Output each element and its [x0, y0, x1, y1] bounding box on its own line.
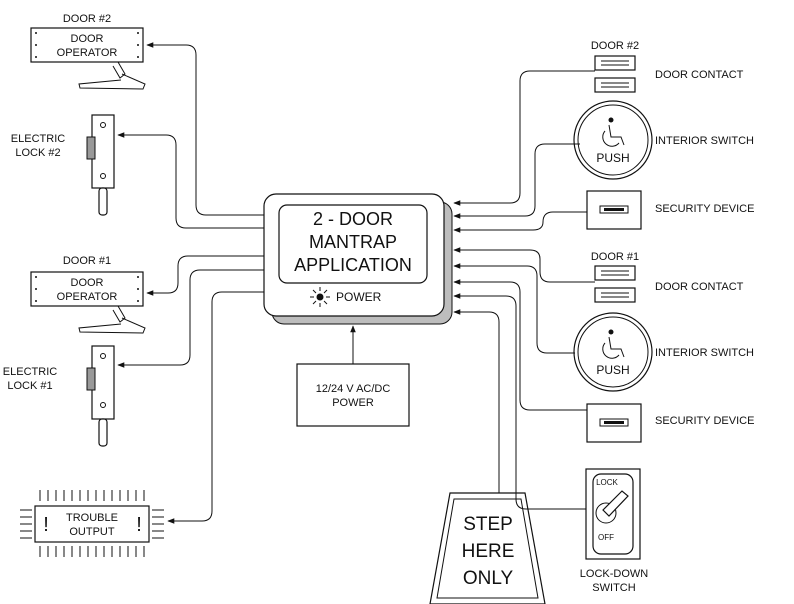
security-device-2-label: SECURITY DEVICE [655, 203, 754, 215]
trouble-output: ! ! TROUBLE OUTPUT [20, 490, 164, 557]
trouble-label-line2: OUTPUT [69, 526, 115, 538]
lockdown-switch: LOCK OFF LOCK-DOWN SWITCH [580, 468, 649, 594]
trouble-exclaim-right: ! [136, 514, 142, 536]
door1-operator-label: DOOR #1 [63, 255, 111, 267]
door1-operator-text2: OPERATOR [57, 291, 118, 303]
key-switch-icon [595, 502, 617, 524]
door2-operator-text1: DOOR [71, 33, 104, 45]
door-arm-icon [78, 305, 146, 334]
trouble-label-line1: TROUBLE [66, 512, 118, 524]
security-device-1: SECURITY DEVICE [586, 403, 754, 443]
interior-switch-1-label: INTERIOR SWITCH [655, 347, 754, 359]
interior-switch-2: PUSH INTERIOR SWITCH [573, 100, 754, 180]
mat-line2: HERE [462, 541, 515, 562]
door1-contact-label: DOOR #1 [591, 251, 639, 263]
mat-line1: STEP [463, 514, 513, 535]
security-device-2: SECURITY DEVICE [586, 190, 754, 230]
electric-lock-2: ELECTRIC LOCK #2 [11, 114, 115, 216]
mat-line3: ONLY [463, 568, 514, 589]
lock2-label-line1: ELECTRIC [11, 133, 65, 145]
door2-operator-label: DOOR #2 [63, 13, 111, 25]
wheelchair-icon [602, 329, 625, 359]
power-led-icon [310, 287, 330, 307]
step-here-only-mat: STEP HERE ONLY [429, 492, 546, 604]
door2-operator-text2: OPERATOR [57, 47, 118, 59]
door1-operator: DOOR #1 DOOR OPERATOR [30, 255, 146, 334]
controller-display [278, 204, 428, 284]
mantrap-controller: 2 - DOOR MANTRAP APPLICATION POWER [263, 193, 453, 325]
interior-switch-2-label: INTERIOR SWITCH [655, 135, 754, 147]
lock1-label-line1: ELECTRIC [3, 366, 57, 378]
lock-position-label: LOCK [596, 478, 618, 487]
push-label-2: PUSH [596, 151, 629, 165]
door2-contact-label: DOOR #2 [591, 40, 639, 52]
trouble-exclaim-left: ! [43, 514, 49, 536]
lockdown-label-line2: SWITCH [592, 582, 635, 594]
left-wires [117, 42, 264, 524]
lockdown-label-line1: LOCK-DOWN [580, 568, 649, 580]
push-label-1: PUSH [596, 363, 629, 377]
lock2-label-line2: LOCK #2 [15, 147, 60, 159]
door2-contact: DOOR #2 DOOR CONTACT [591, 40, 744, 93]
door1-contact-text: DOOR CONTACT [655, 281, 744, 293]
interior-switch-1: PUSH INTERIOR SWITCH [573, 312, 754, 392]
electric-lock-1: ELECTRIC LOCK #1 [3, 345, 115, 447]
power-supply: 12/24 V AC/DC POWER [296, 325, 410, 427]
door-arm-icon [78, 61, 146, 90]
door2-operator: DOOR #2 DOOR OPERATOR [30, 13, 146, 90]
controller-title-line1: 2 - DOOR [313, 209, 393, 229]
power-label: POWER [336, 290, 382, 304]
power-supply-line1: 12/24 V AC/DC [316, 383, 391, 395]
wheelchair-icon [602, 117, 625, 147]
lock1-label-line2: LOCK #1 [7, 380, 52, 392]
off-position-label: OFF [598, 533, 614, 542]
controller-title-line2: MANTRAP [309, 232, 397, 252]
security-device-1-label: SECURITY DEVICE [655, 415, 754, 427]
controller-title-line3: APPLICATION [294, 255, 412, 275]
door1-operator-text1: DOOR [71, 277, 104, 289]
door2-contact-text: DOOR CONTACT [655, 69, 744, 81]
door1-contact: DOOR #1 DOOR CONTACT [591, 251, 744, 303]
power-supply-line2: POWER [332, 397, 374, 409]
right-wires [453, 70, 595, 510]
